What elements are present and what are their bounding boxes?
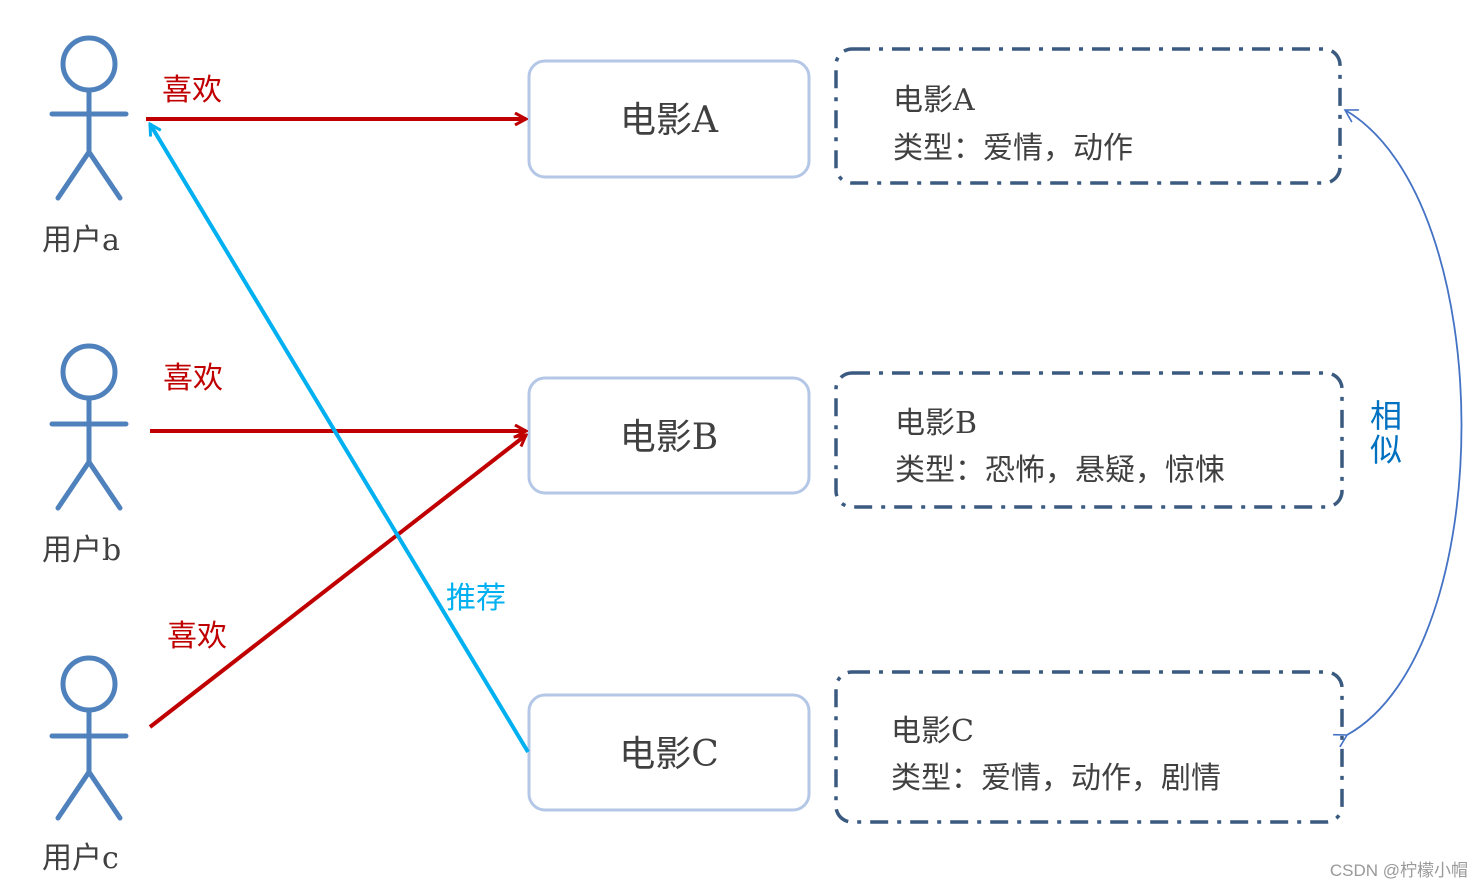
user-b-icon [49, 343, 129, 511]
movie-b-label: 电影B [620, 417, 718, 458]
user-a: 用户a [42, 35, 129, 258]
movie-c-info-title: 电影C [891, 714, 974, 749]
recommend-label: 推荐 [446, 582, 506, 615]
like-label-a: 喜欢 [162, 74, 222, 107]
movie-c-info: 电影C 类型：爱情，动作，剧情 [834, 670, 1344, 824]
user-b: 用户b [42, 343, 129, 568]
movie-a-info: 电影A 类型：爱情，动作 [834, 47, 1342, 185]
user-c-label: 用户c [42, 841, 119, 876]
like-edge-c-to-movie-b [148, 435, 526, 729]
movie-b-info: 电影B 类型：恐怖，悬疑，惊悚 [834, 371, 1344, 509]
recommend-edge-movie-c-to-a [148, 124, 530, 754]
movie-c-label: 电影C [619, 734, 719, 775]
like-label-c: 喜欢 [167, 620, 227, 653]
similar-edge-movie-a-movie-c [1333, 109, 1463, 748]
movie-b-info-genres: 类型：恐怖，悬疑，惊悚 [895, 453, 1225, 488]
similar-label-line1: 相 [1370, 398, 1402, 434]
user-a-label: 用户a [42, 223, 120, 258]
user-a-icon [49, 35, 129, 201]
movie-b-info-title: 电影B [895, 406, 977, 441]
movie-a-info-genres: 类型：爱情，动作 [893, 131, 1133, 166]
like-label-b: 喜欢 [163, 362, 223, 395]
movie-a-label: 电影A [620, 100, 719, 141]
similar-label-line2: 似 [1370, 432, 1402, 468]
movie-a-node: 电影A [527, 59, 811, 179]
movie-a-info-title: 电影A [893, 83, 975, 118]
user-c: 用户c [42, 655, 129, 876]
movie-c-node: 电影C [527, 693, 811, 812]
user-c-icon [49, 655, 129, 821]
user-b-label: 用户b [42, 533, 121, 568]
movie-b-node: 电影B [527, 376, 811, 495]
watermark: CSDN @柠檬小帽 [1330, 861, 1468, 880]
movie-c-info-genres: 类型：爱情，动作，剧情 [891, 761, 1221, 796]
